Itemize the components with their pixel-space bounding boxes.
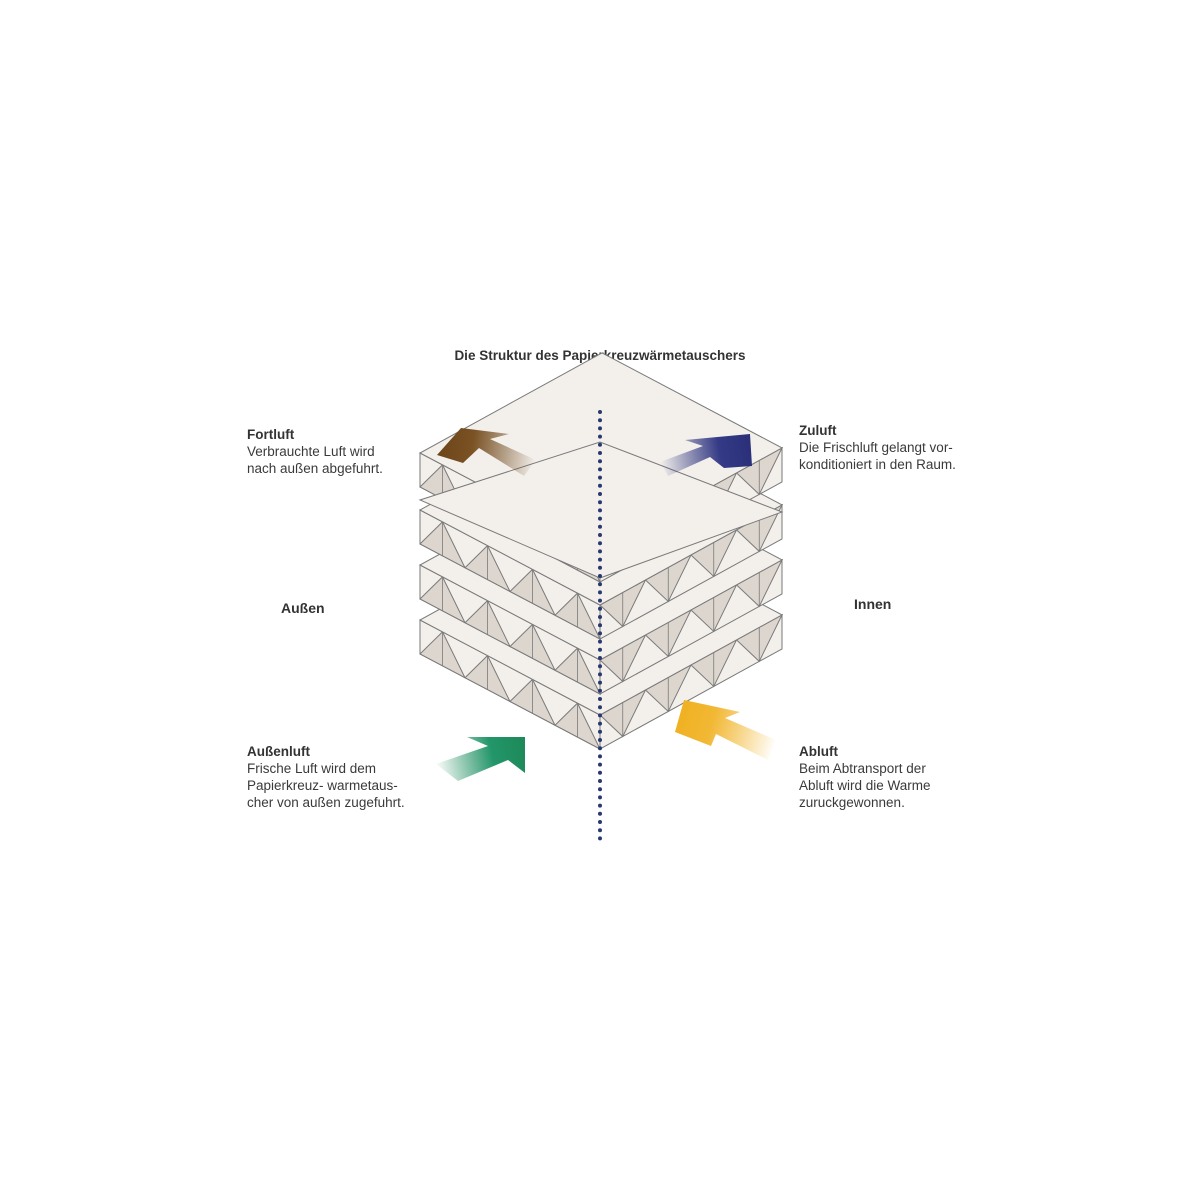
aussenluft-arrow-icon <box>436 737 525 781</box>
divider-dot <box>598 524 602 529</box>
divider-dot <box>598 582 602 587</box>
divider-dot <box>598 483 602 488</box>
divider-dot <box>598 442 602 447</box>
divider-dot <box>598 746 602 751</box>
divider-dot <box>598 820 602 824</box>
divider-dot <box>598 500 602 505</box>
aussenluft-label: Außenluft Frische Luft wird dem Papierkr… <box>247 743 477 811</box>
center-divider-dotted-line <box>598 410 602 841</box>
divider-dot <box>598 451 602 455</box>
divider-dot <box>598 672 602 677</box>
divider-dot <box>598 541 602 546</box>
divider-dot <box>598 664 602 669</box>
divider-dot <box>598 508 602 513</box>
divider-dot <box>598 623 602 628</box>
divider-dot <box>598 713 602 718</box>
abluft-heading: Abluft <box>799 744 838 759</box>
divider-dot <box>598 656 602 660</box>
divider-dot <box>598 705 602 710</box>
divider-dot <box>598 795 602 800</box>
fortluft-text-line-2: nach außen abgefuhrt. <box>247 461 383 476</box>
divider-dot <box>598 598 602 603</box>
abluft-text-line-1: Beim Abtransport der <box>799 761 926 776</box>
divider-dot <box>598 426 602 431</box>
divider-dot <box>598 779 602 783</box>
divider-dot <box>598 574 602 578</box>
zuluft-heading: Zuluft <box>799 423 837 438</box>
divider-dot <box>598 631 602 636</box>
zuluft-text-line-2: konditioniert in den Raum. <box>799 457 956 472</box>
divider-dot <box>598 492 602 496</box>
divider-dot <box>598 721 602 726</box>
divider-dot <box>598 533 602 537</box>
zuluft-text-line-1: Die Frischluft gelangt vor- <box>799 440 953 455</box>
divider-dot <box>598 516 602 521</box>
divider-dot <box>598 615 602 619</box>
abluft-arrow-icon <box>675 700 776 760</box>
divider-dot <box>598 549 602 554</box>
divider-dot <box>598 467 602 472</box>
inside-label: Innen <box>854 596 892 612</box>
fortluft-arrow-icon <box>437 428 536 476</box>
divider-dot <box>598 639 602 644</box>
divider-dot <box>598 590 602 595</box>
divider-dot <box>598 836 602 841</box>
fortluft-label: Fortluft Verbrauchte Luft wird nach auße… <box>247 426 477 477</box>
divider-dot <box>598 410 602 414</box>
divider-dot <box>598 647 602 652</box>
aussenluft-heading: Außenluft <box>247 744 310 759</box>
divider-dot <box>598 762 602 767</box>
divider-dot <box>598 738 602 742</box>
divider-dot <box>598 688 602 693</box>
divider-dot <box>598 770 602 775</box>
aussenluft-text-line-3: cher von außen zugefuhrt. <box>247 795 405 810</box>
divider-dot <box>598 680 602 685</box>
divider-dot <box>598 729 602 734</box>
zuluft-arrow-icon <box>660 434 752 476</box>
outside-label: Außen <box>281 600 325 616</box>
aussenluft-text-line-1: Frische Luft wird dem <box>247 761 377 776</box>
divider-dot <box>598 754 602 759</box>
divider-dot <box>598 787 602 792</box>
divider-dot <box>598 418 602 423</box>
divider-dot <box>598 557 602 562</box>
fortluft-text-line-1: Verbrauchte Luft wird <box>247 444 375 459</box>
divider-dot <box>598 697 602 701</box>
divider-dot <box>598 475 602 480</box>
fortluft-heading: Fortluft <box>247 427 295 442</box>
divider-dot <box>598 811 602 816</box>
abluft-label: Abluft Beim Abtransport der Abluft wird … <box>799 743 1029 811</box>
divider-dot <box>598 828 602 833</box>
zuluft-label: Zuluft Die Frischluft gelangt vor- kondi… <box>799 422 1029 473</box>
divider-dot <box>598 803 602 808</box>
abluft-text-line-3: zuruckgewonnen. <box>799 795 905 810</box>
divider-dot <box>598 606 602 611</box>
divider-dot <box>598 565 602 570</box>
aussenluft-text-line-2: Papierkreuz- warmetaus- <box>247 778 398 793</box>
abluft-text-line-2: Abluft wird die Warme <box>799 778 931 793</box>
divider-dot <box>598 459 602 464</box>
divider-dot <box>598 434 602 439</box>
